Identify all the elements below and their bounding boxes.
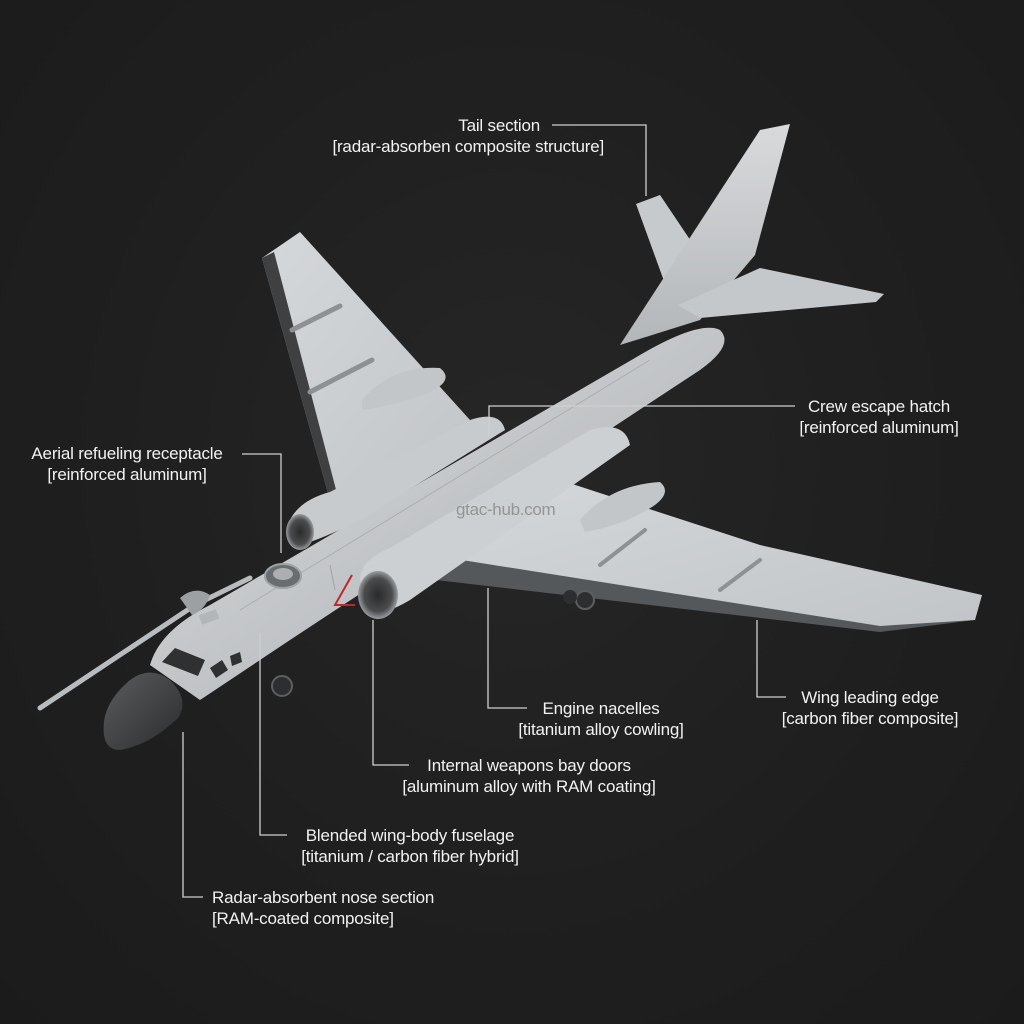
callout-title: Internal weapons bay doors [427,756,631,775]
cockpit [162,563,302,678]
callout-material: [reinforced aluminum] [47,465,207,484]
tail-assembly [620,124,884,345]
refueling-probe [37,575,253,711]
callout-wing: Wing leading edge [carbon fiber composit… [770,687,970,729]
callout-material: [titanium alloy cowling] [518,720,684,739]
callout-title: Crew escape hatch [807,397,951,416]
red-marking [333,574,355,606]
callout-title: Radar-absorbent nose section [212,888,435,907]
left-wing [262,232,470,505]
engine-nacelles [286,416,630,619]
callout-material: [carbon fiber composite] [781,709,959,728]
callout-bay: Internal weapons bay doors [aluminum all… [386,755,672,797]
callout-nose: Radar-absorbent nose section [RAM-coated… [212,887,434,929]
callout-material: [reinforced aluminum] [799,418,959,437]
callout-fuselage: Blended wing-body fuselage [titanium / c… [284,825,536,867]
callout-hatch: Crew escape hatch [reinforced aluminum] [786,396,972,438]
callout-title: Blended wing-body fuselage [305,826,515,845]
right-wing [430,480,982,632]
callout-title: Tail section [458,116,540,135]
callout-material: [RAM-coated composite] [212,909,394,928]
callout-material: [titanium / carbon fiber hybrid] [301,847,519,866]
callout-title: Wing leading edge [801,688,939,707]
callout-engine: Engine nacelles [titanium alloy cowling] [505,698,697,740]
watermark-text: gtac-hub.com [456,500,556,519]
callout-refuel: Aerial refueling receptacle [reinforced … [14,443,240,485]
callout-material: [aluminum alloy with RAM coating] [402,777,656,796]
callout-title: Engine nacelles [542,699,660,718]
callout-title: Aerial refueling receptacle [31,444,223,463]
nose-cone [103,672,183,750]
callout-tail: Tail section [radar-absorben composite s… [300,115,604,157]
callout-material: [radar-absorben composite structure] [332,137,604,156]
